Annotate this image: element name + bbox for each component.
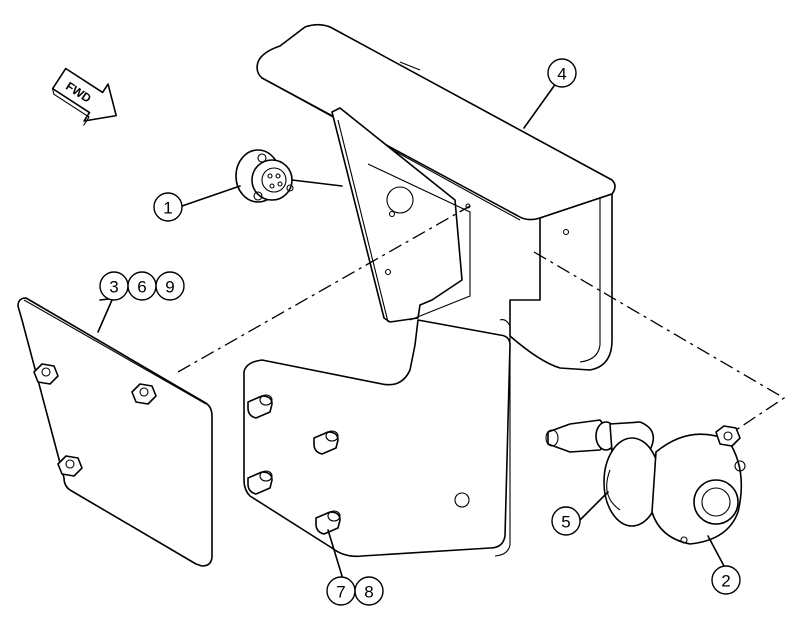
- callout-8: 8: [354, 576, 384, 606]
- nut: [131, 383, 157, 405]
- stud: [315, 510, 341, 535]
- callout-2: 2: [711, 565, 741, 595]
- callout-number: 3: [109, 278, 118, 297]
- callout-1: 1: [153, 192, 183, 222]
- callout-6: 6: [127, 271, 157, 301]
- leader-line: [579, 491, 609, 521]
- assembly-line: [533, 251, 786, 431]
- callout-4: 4: [547, 58, 577, 88]
- callout-5: 5: [551, 506, 581, 536]
- leader-line: [97, 299, 113, 333]
- callout-number: 8: [364, 583, 373, 602]
- air-coupling: [545, 419, 746, 545]
- callout-number: 5: [561, 513, 570, 532]
- hex-fitting: [715, 425, 741, 447]
- callout-number: 4: [557, 65, 566, 84]
- nut: [33, 363, 59, 385]
- fwd-arrow-icon: FWD: [51, 67, 117, 126]
- callout-number: 1: [163, 199, 172, 218]
- callout-3: 3: [99, 271, 129, 301]
- mounting-plate: [243, 319, 511, 558]
- bracket-side-flange: [494, 193, 613, 557]
- callout-number: 2: [721, 572, 730, 591]
- callout-number: 7: [336, 583, 345, 602]
- leader-line: [523, 85, 555, 129]
- callout-number: 6: [137, 278, 146, 297]
- callout-7: 7: [326, 576, 356, 606]
- callout-number: 9: [165, 278, 174, 297]
- leader-line: [181, 185, 241, 207]
- stud: [247, 394, 273, 419]
- callout-9: 9: [155, 271, 185, 301]
- stud: [313, 430, 339, 455]
- leader-line: [327, 529, 343, 577]
- electrical-connector: [235, 149, 343, 203]
- assembly-line: [177, 205, 471, 373]
- stud: [247, 470, 273, 495]
- cover-plate: [17, 297, 213, 567]
- nut: [57, 455, 83, 477]
- leader-line: [707, 535, 725, 567]
- bracket-vertical-plate: [331, 107, 471, 323]
